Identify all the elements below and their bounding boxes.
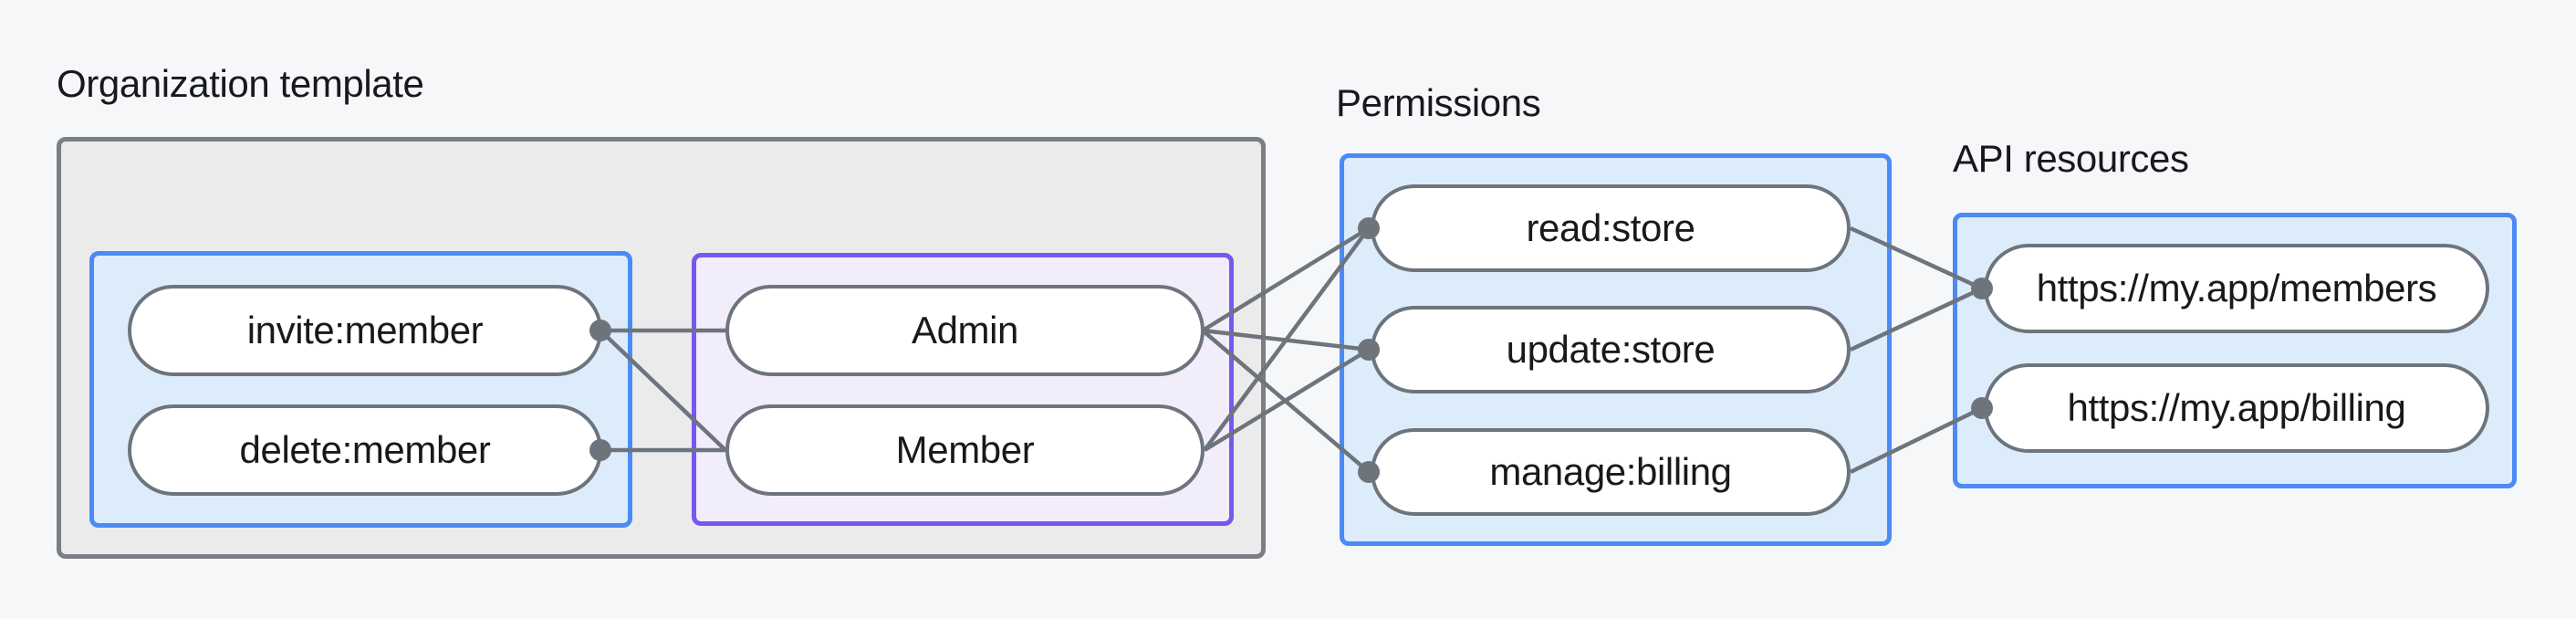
node-update-store: update:store xyxy=(1371,306,1851,393)
permissions-label: Permissions xyxy=(1336,81,1541,124)
api-resources-label: API resources xyxy=(1953,137,2189,180)
node-member-role: Member xyxy=(725,404,1205,496)
node-manage-billing: manage:billing xyxy=(1371,428,1851,516)
node-api-members: https://my.app/members xyxy=(1984,244,2489,333)
node-api-billing: https://my.app/billing xyxy=(1984,363,2489,453)
node-delete-member: delete:member xyxy=(128,404,602,496)
organization-template-label: Organization template xyxy=(57,62,424,105)
node-invite-member: invite:member xyxy=(128,285,602,376)
node-admin-role: Admin xyxy=(725,285,1205,376)
node-read-store: read:store xyxy=(1371,184,1851,272)
